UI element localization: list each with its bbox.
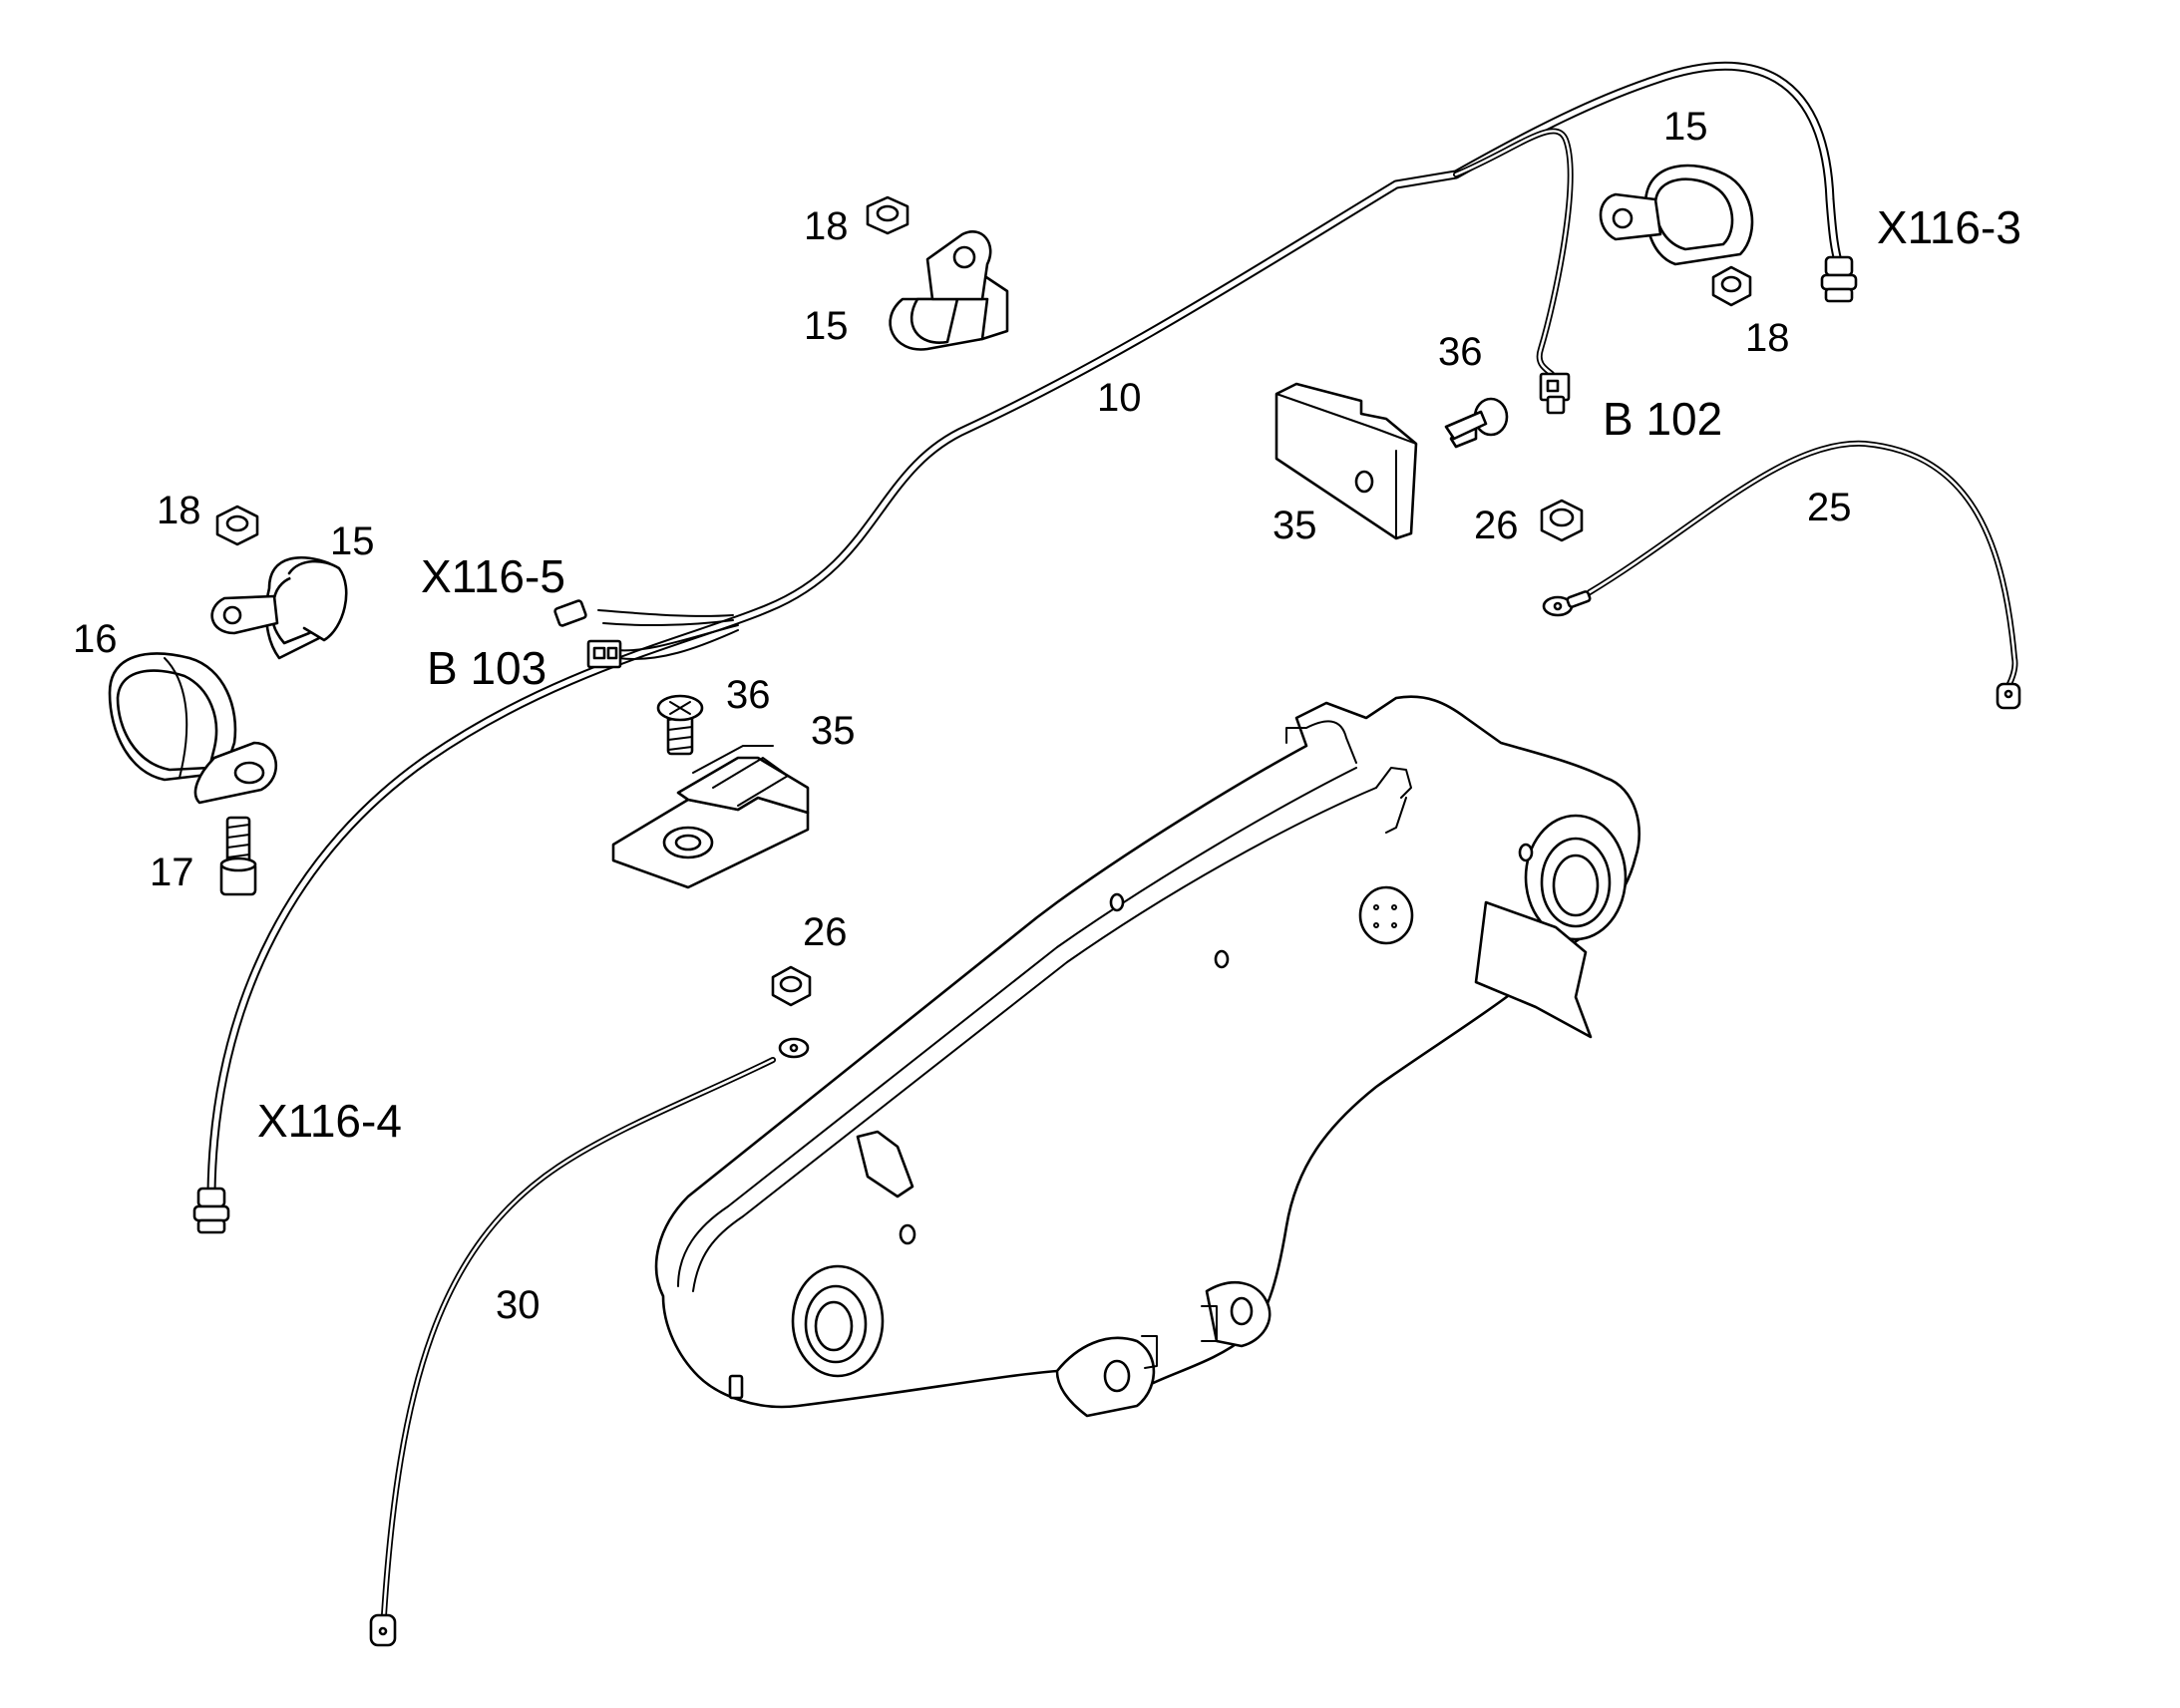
boom-arm [654, 695, 1641, 1418]
callout-15-left: 15 [330, 519, 375, 563]
callout-36-top: 36 [1438, 330, 1483, 374]
callout-18-right: 18 [1745, 316, 1790, 360]
callout-x116-3: X116-3 [1877, 201, 2021, 253]
callout-x116-5: X116-5 [421, 550, 565, 602]
pipe-clamp-15-left [210, 556, 348, 660]
screw-36-mid [656, 694, 704, 756]
callout-15-right: 15 [1663, 105, 1708, 149]
callout-labels: 10 15 18 15 18 X116-3 36 B 102 35 26 25 … [73, 105, 2021, 1327]
ground-cable-30 [369, 1037, 810, 1647]
bracket-35-top [1274, 382, 1418, 540]
pipe-clamp-16 [108, 652, 277, 805]
sensor-plug-b103 [586, 639, 622, 669]
callout-30: 30 [496, 1283, 541, 1327]
callout-26-mid: 26 [803, 910, 848, 954]
callout-35-mid: 35 [811, 709, 856, 753]
sensor-plug-b102 [1539, 372, 1571, 415]
connector-x116-5 [553, 599, 587, 627]
callout-18-top: 18 [804, 204, 849, 248]
screw-36-top [1444, 397, 1509, 449]
callout-17: 17 [150, 851, 194, 894]
bracket-35-mid [611, 745, 810, 889]
connector-x116-3 [1820, 255, 1858, 303]
callout-25: 25 [1807, 486, 1852, 529]
callout-36-mid: 36 [726, 673, 771, 717]
callout-35-top: 35 [1272, 504, 1317, 547]
bolt-17 [219, 816, 257, 896]
callout-b103: B 103 [427, 642, 546, 694]
hex-nut-26-mid [771, 965, 812, 1007]
hex-nut-18-right [1711, 265, 1752, 307]
callout-26-top: 26 [1474, 504, 1519, 547]
hex-nut-18-top [866, 195, 909, 235]
callout-10: 10 [1097, 376, 1142, 420]
callout-18-left: 18 [157, 489, 201, 532]
connector-x116-4 [192, 1187, 230, 1234]
ground-cable-25 [1542, 440, 2021, 710]
pipe-clamp-15-top [889, 230, 1009, 351]
callout-16: 16 [73, 617, 118, 661]
hex-nut-18-left [215, 505, 259, 546]
callout-b102: B 102 [1603, 393, 1722, 445]
pipe-clamp-15-right [1599, 164, 1754, 266]
cable-harness-10 [206, 62, 1843, 1196]
callout-x116-4: X116-4 [257, 1095, 402, 1147]
callout-15-top: 15 [804, 304, 849, 348]
hex-nut-26-top [1540, 499, 1584, 542]
